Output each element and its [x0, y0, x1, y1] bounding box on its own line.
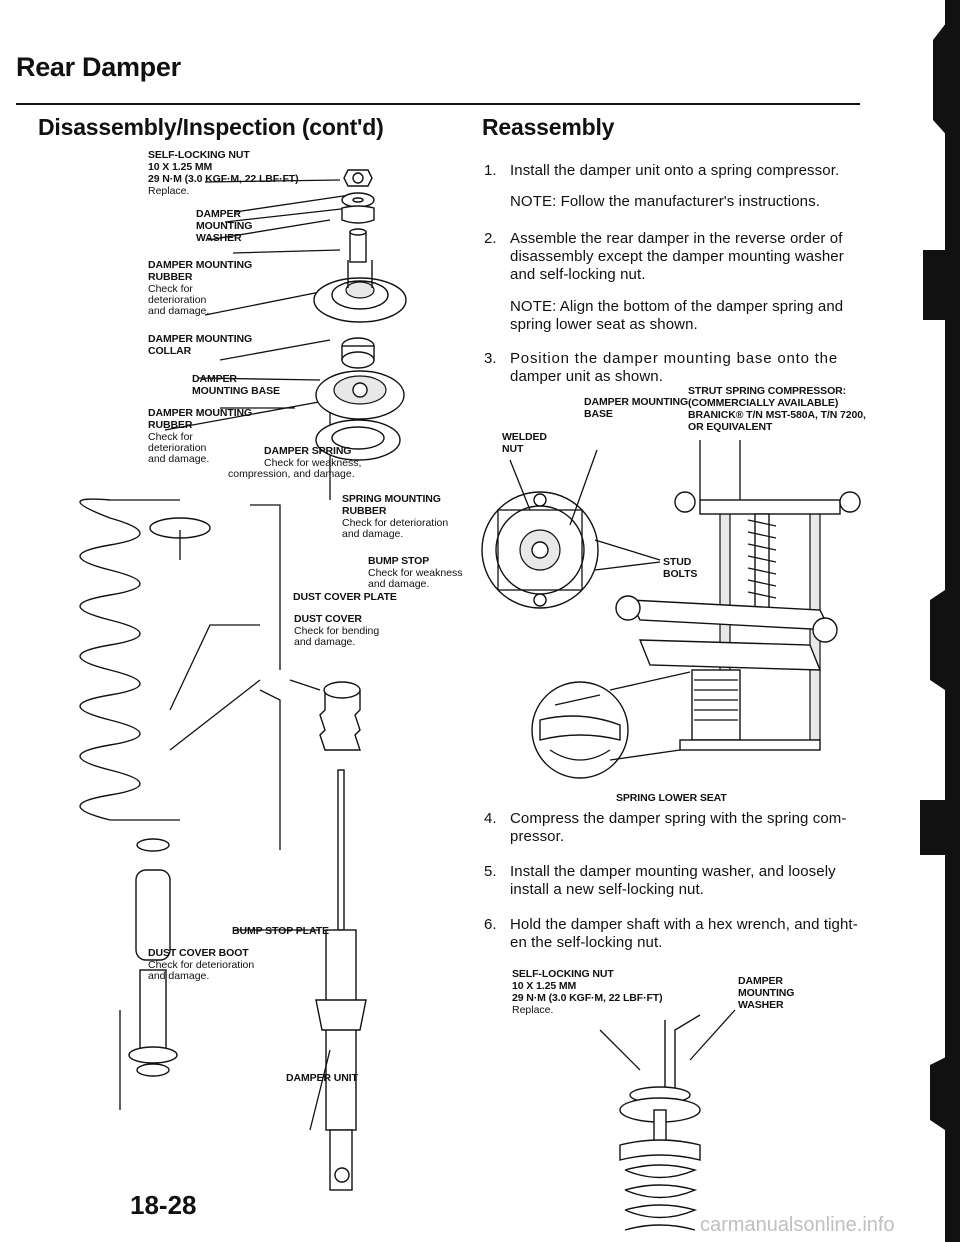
label-mounting-base-2: MOUNTING BASE [192, 385, 280, 397]
label-spring-note-2: compression, and damage. [228, 468, 355, 480]
label-bump-note-2: and damage. [368, 578, 430, 590]
label-r-washer-2: MOUNTING [738, 987, 795, 999]
label-stud-bolts-2: BOLTS [663, 568, 698, 580]
exploded-damper-diagram [79, 169, 407, 1191]
damper-unit-icon [315, 769, 367, 1191]
step-5-text-2: install a new self-locking nut. [510, 881, 705, 898]
step-3-number: 3. [484, 350, 497, 367]
label-bump-stop-plate: BUMP STOP PLATE [232, 925, 329, 937]
step-4-number: 4. [484, 810, 497, 827]
step-1-text: Install the damper unit onto a spring co… [510, 162, 840, 179]
step-3-text-2: damper unit as shown. [510, 368, 664, 385]
label-mounting-rubber: DAMPER MOUNTING [148, 259, 253, 271]
label-mounting-rubber-lower: DAMPER MOUNTING [148, 407, 253, 419]
label-welded-nut-1: WELDED [502, 431, 547, 443]
label-dust-cover-note-1: Check for bending [294, 625, 380, 637]
watermark: carmanualsonline.info [700, 1214, 895, 1236]
label-stud-bolts-1: STUD [663, 556, 692, 568]
header-rule [16, 103, 860, 105]
label-strut-compressor-1: STRUT SPRING COMPRESSOR: [688, 385, 847, 397]
label-dust-cover-boot: DUST COVER BOOT [148, 947, 249, 959]
label-mounting-rubber-lower-2: RUBBER [148, 419, 193, 431]
step-2-note-1: NOTE: Align the bottom of the damper spr… [510, 298, 844, 315]
step-1-number: 1. [484, 162, 497, 179]
bump-stop-icon [319, 689, 361, 751]
spring-compressor-diagram [481, 440, 861, 779]
label-spring-note-1: Check for weakness, [264, 457, 362, 469]
label-damper-mounting-base-2: BASE [584, 408, 613, 420]
self-locking-nut-icon [343, 169, 373, 187]
label-strut-compressor-2: (Commercially available) [688, 397, 839, 409]
label-nut-spec-torque: 29 N·m (3.0 kgf·m, 22 lbf·ft) [148, 173, 299, 185]
step-2-text-1: Assemble the rear damper in the reverse … [510, 230, 843, 247]
label-self-locking-nut: SELF-LOCKING NUT [148, 149, 250, 161]
label-rubber-note-1: Check for [148, 283, 193, 295]
label-rubber-note-2: deterioration [148, 294, 207, 306]
step-6-text-2: en the self-locking nut. [510, 934, 663, 951]
label-spring-mounting-rubber: SPRING MOUNTING [342, 493, 441, 505]
label-boot-note-1: Check for deterioration [148, 959, 255, 971]
label-r-washer-3: WASHER [738, 999, 784, 1011]
label-dust-cover-note-2: and damage. [294, 636, 356, 648]
step-5-text-1: Install the damper mounting washer, and … [510, 863, 836, 880]
label-smr-note-1: Check for deterioration [342, 517, 449, 529]
label-r-nut-replace: Replace. [512, 1004, 554, 1016]
label-mounting-rubber-2: RUBBER [148, 271, 193, 283]
step-2-note-2: spring lower seat as shown. [510, 316, 698, 333]
label-dust-cover-plate: DUST COVER PLATE [293, 591, 397, 603]
damper-spring-icon [79, 498, 180, 821]
label-r-self-locking-nut: SELF-LOCKING NUT [512, 968, 614, 980]
label-nut-spec-size: 10 x 1.25 mm [148, 161, 213, 173]
label-spring-mounting-rubber-2: RUBBER [342, 505, 387, 517]
step-2-text-2: disassembly except the damper mounting w… [510, 248, 844, 265]
label-dust-cover: DUST COVER [294, 613, 362, 625]
page-edge-tabs [920, 0, 960, 1242]
label-r-nut-spec-size: 10 x 1.25 mm [512, 980, 577, 992]
label-bump-note-1: Check for weakness [368, 567, 463, 579]
label-washer-3: WASHER [196, 232, 242, 244]
step-2-text-3: and self-locking nut. [510, 266, 646, 283]
label-nut-replace: Replace. [148, 185, 190, 197]
label-damper-spring: DAMPER SPRING [264, 445, 352, 457]
step-4-text-1: Compress the damper spring with the spri… [510, 810, 847, 827]
step-2-number: 2. [484, 230, 497, 247]
step-6-text-1: Hold the damper shaft with a hex wrench,… [510, 916, 858, 933]
step-5-number: 5. [484, 863, 497, 880]
step-3-text-1: Position the damper mounting base onto t… [510, 350, 838, 367]
label-washer-1: DAMPER [196, 208, 241, 220]
label-r-washer-1: DAMPER [738, 975, 783, 987]
section-heading-reassembly: Reassembly [482, 114, 615, 140]
label-mounting-collar: DAMPER MOUNTING [148, 333, 253, 345]
label-boot-note-2: and damage. [148, 970, 210, 982]
label-washer-2: MOUNTING [196, 220, 253, 232]
label-strut-compressor-3: BRANICK® T/N MST-580A, T/N 7200, [688, 409, 866, 421]
label-smr-note-2: and damage. [342, 528, 404, 540]
label-rubber-note-3: and damage. [148, 305, 210, 317]
compressor-frame [615, 440, 861, 751]
mounting-base-top-view [481, 491, 599, 609]
page-number: 18-28 [130, 1190, 197, 1220]
label-spring-lower-seat: SPRING LOWER SEAT [616, 792, 727, 804]
label-mounting-base-1: DAMPER [192, 373, 237, 385]
label-rubber-lower-note-2: deterioration [148, 442, 207, 454]
step-1-note: NOTE: Follow the manufacturer's instruct… [510, 193, 820, 210]
label-damper-unit: DAMPER UNIT [286, 1072, 358, 1084]
hex-wrench-diagram [599, 1009, 736, 1231]
page-title: Rear Damper [16, 52, 181, 82]
step-4-text-2: pressor. [510, 828, 565, 845]
label-r-nut-spec-torque: 29 N·m (3.0 kgf·m, 22 lbf·ft) [512, 992, 663, 1004]
label-rubber-lower-note-3: and damage. [148, 453, 210, 465]
section-heading-disassembly: Disassembly/Inspection (cont'd) [38, 114, 384, 140]
label-damper-mounting-base-1: DAMPER MOUNTING [584, 396, 689, 408]
step-6-number: 6. [484, 916, 497, 933]
label-strut-compressor-4: or equivalent [688, 421, 773, 433]
label-welded-nut-2: NUT [502, 443, 524, 455]
label-bump-stop: BUMP STOP [368, 555, 430, 567]
label-mounting-collar-2: COLLAR [148, 345, 192, 357]
label-rubber-lower-note-1: Check for [148, 431, 193, 443]
